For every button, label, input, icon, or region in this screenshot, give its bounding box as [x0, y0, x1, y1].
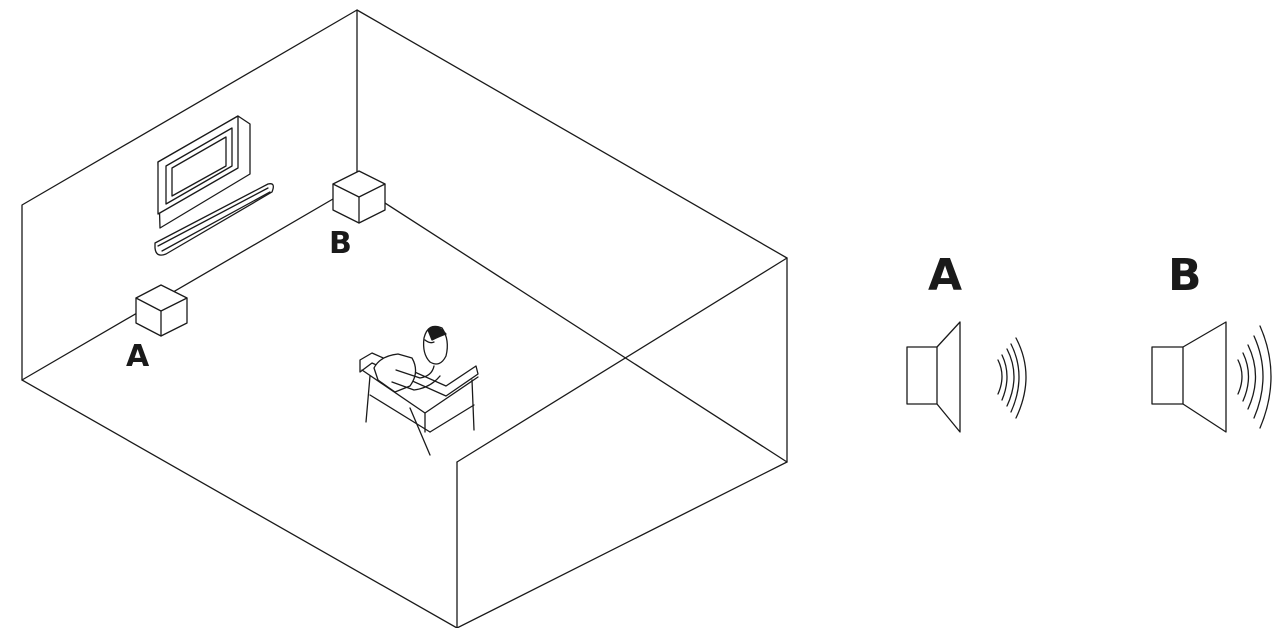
speaker-b-box [333, 171, 385, 223]
speaker-a-label: A [126, 339, 150, 374]
speaker-b-label: B [329, 226, 352, 261]
legend-b-label: B [1168, 250, 1202, 301]
sound-waves-b-icon [1238, 326, 1271, 428]
loudspeaker-a-icon [907, 322, 960, 432]
speaker-a-box [136, 285, 187, 336]
legend-a-label: A [928, 250, 962, 301]
sound-waves-a-icon [998, 338, 1026, 418]
loudspeaker-b-icon [1152, 322, 1226, 432]
listener-in-chair-icon [360, 326, 478, 455]
